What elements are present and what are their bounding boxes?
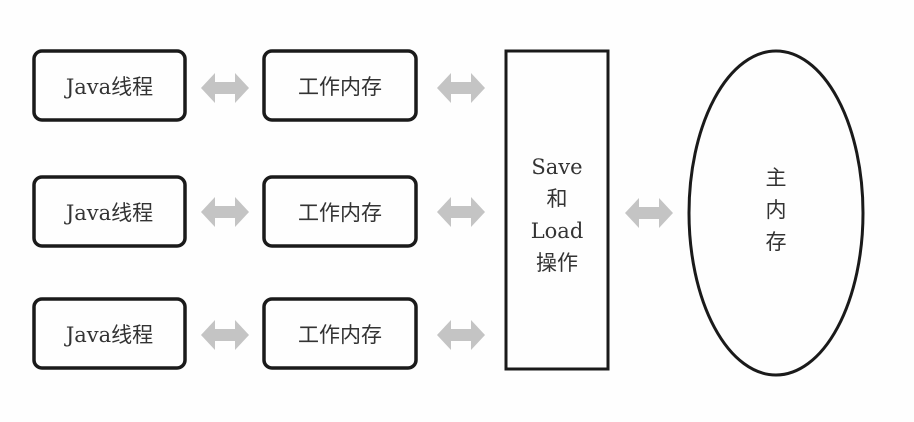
thread-label: Java线程: [65, 322, 154, 347]
double-arrow-icon: [437, 73, 485, 103]
work-memory-label: 工作内存: [298, 200, 382, 225]
save-load-label: Save 和 Load 操作: [506, 151, 608, 279]
work-memory-box-1: [262, 49, 418, 122]
main-memory-ellipse: [687, 49, 865, 377]
double-arrow-icon: [625, 198, 673, 228]
double-arrow-icon: [437, 197, 485, 227]
work-memory-label: 工作内存: [298, 74, 382, 99]
main-memory-line: 内: [765, 198, 787, 222]
double-arrow-icon: [201, 320, 249, 350]
save-load-line: Save: [531, 155, 583, 179]
main-memory-label: 主 内 存: [740, 162, 812, 258]
thread-label: Java线程: [65, 74, 154, 99]
double-arrow-icon: [201, 73, 249, 103]
main-memory-line: 主: [765, 166, 787, 190]
work-memory-box-2: [262, 175, 418, 248]
double-arrow-icon: [201, 197, 249, 227]
double-arrow-icon: [437, 320, 485, 350]
thread-label: Java线程: [65, 200, 154, 225]
save-load-line: 操作: [536, 251, 578, 275]
thread-box-3: [32, 297, 187, 370]
thread-box-1: [32, 49, 187, 122]
save-load-box: [504, 49, 610, 371]
main-memory-line: 存: [765, 230, 787, 254]
thread-box-2: [32, 175, 187, 248]
save-load-line: 和: [546, 187, 568, 211]
work-memory-box-3: [262, 297, 418, 370]
work-memory-label: 工作内存: [298, 322, 382, 347]
save-load-line: Load: [530, 219, 584, 243]
